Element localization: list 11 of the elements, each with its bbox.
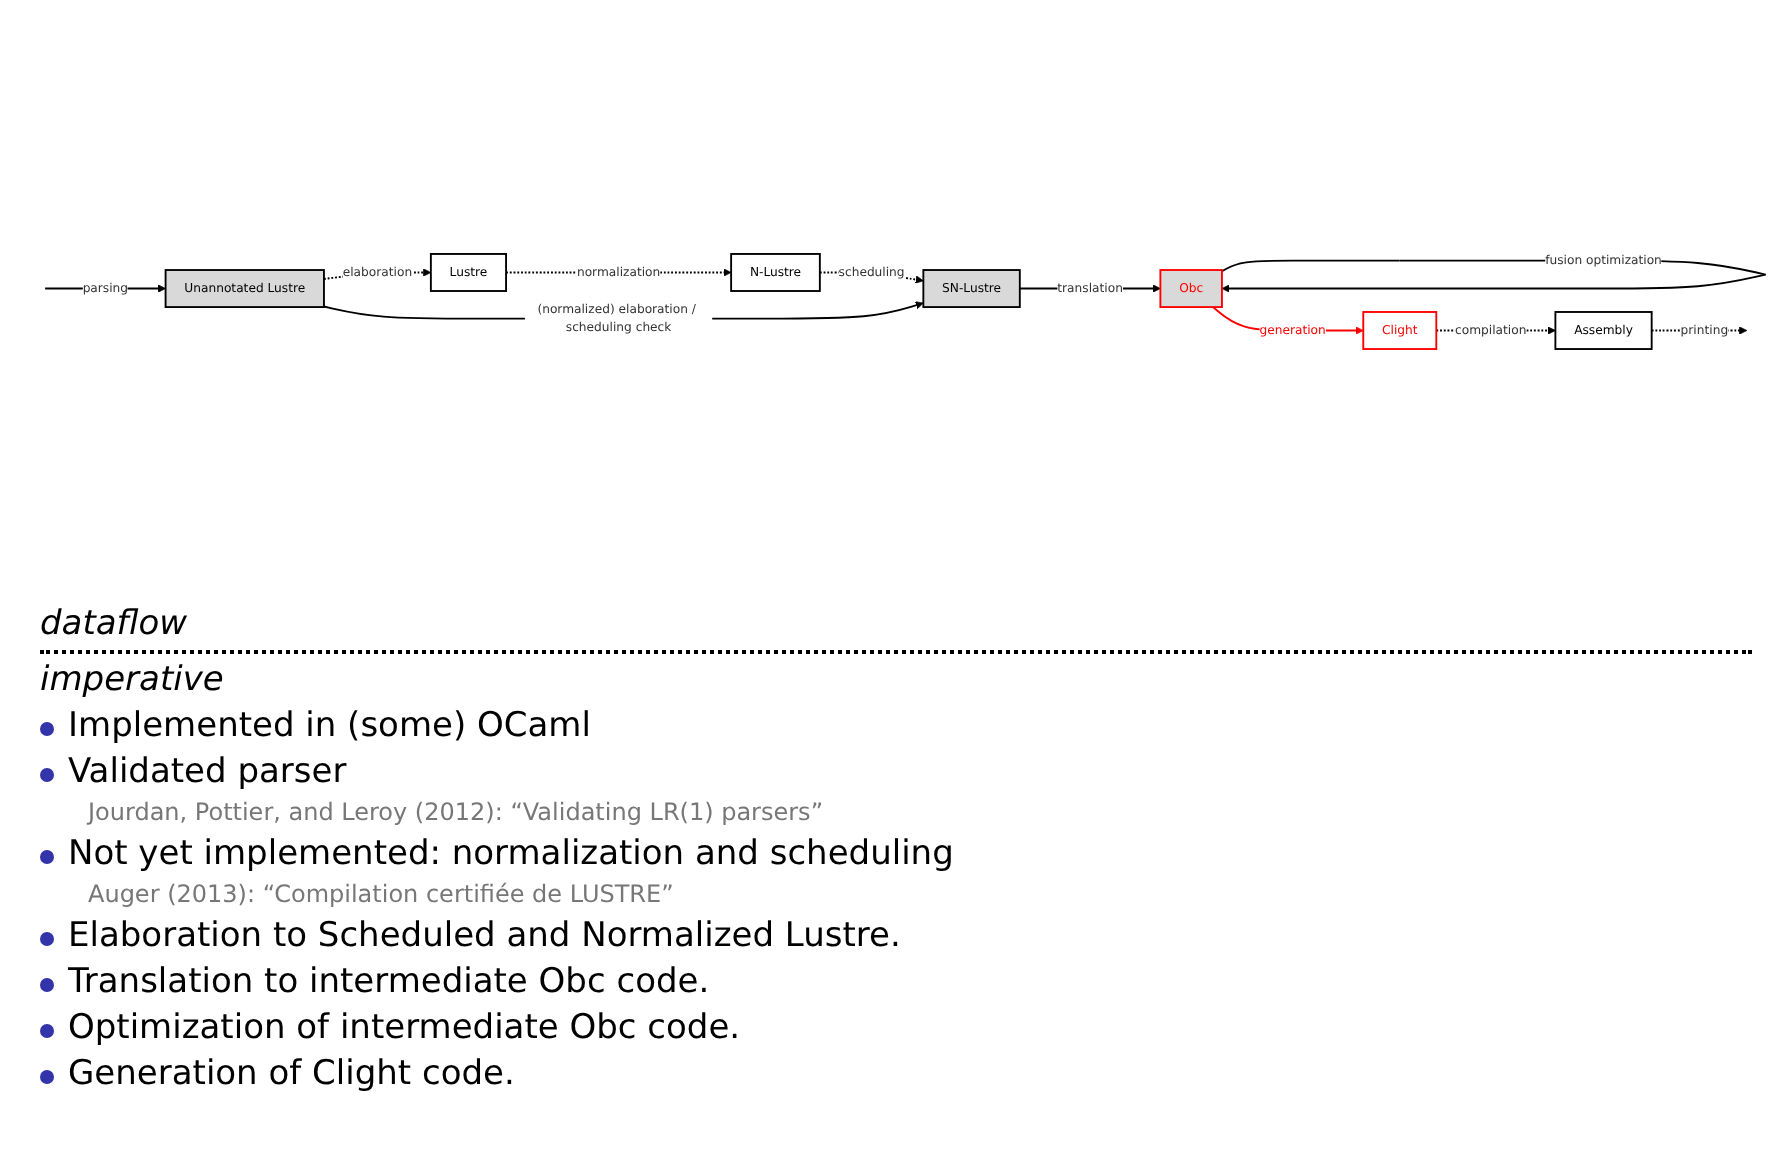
bullet-item: Translation to intermediate Obc code. [40, 962, 1752, 1002]
bullet-item: Optimization of intermediate Obc code. [40, 1008, 1752, 1048]
bullet-item: Implemented in (some) OCaml [40, 706, 1752, 746]
section-label: dataflow [40, 604, 190, 644]
citation: Jourdan, Pottier, and Leroy (2012): “Validating LR(1) parsers” [88, 798, 826, 826]
bullet-item: Generation of Clight code. [40, 1054, 1752, 1094]
bullet-item: Not yet implemented: normalization and scheduling [40, 834, 1752, 874]
citation: Auger (2013): “Compilation certifiée de LUSTRE” [88, 880, 676, 908]
bullet-item: Elaboration to Scheduled and Normalized Lustre. [40, 916, 1752, 956]
bullet-item: Validated parser [40, 752, 1752, 792]
section-label: imperative [40, 660, 226, 700]
